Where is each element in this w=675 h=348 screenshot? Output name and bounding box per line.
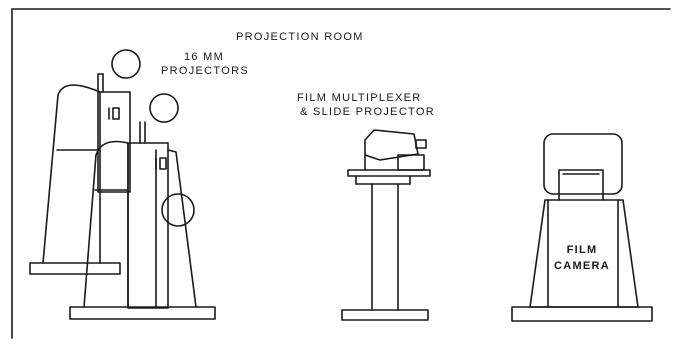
camera-label-line1: FILM bbox=[566, 244, 598, 256]
back-projector-body bbox=[97, 91, 131, 193]
front-projector bbox=[69, 93, 216, 320]
camera-label-line2: CAMERA bbox=[553, 260, 611, 272]
camera-drawing bbox=[511, 133, 653, 322]
page-border bbox=[11, 8, 671, 339]
front-projector-lens bbox=[159, 157, 167, 170]
projectors-label-line1: 16 MM bbox=[183, 51, 225, 63]
multiplexer-stand-base bbox=[341, 309, 429, 321]
projectors-drawing bbox=[29, 49, 216, 320]
slide-projector-lens bbox=[415, 139, 427, 149]
multiplexer-label-line1: FILM MULTIPLEXER bbox=[297, 92, 422, 104]
back-projector-lens bbox=[112, 107, 120, 120]
camera-base bbox=[511, 306, 653, 322]
camera-magazine bbox=[543, 133, 623, 195]
diagram-title: PROJECTION ROOM bbox=[236, 31, 364, 43]
back-projector-base bbox=[29, 262, 121, 275]
multiplexer-drawing bbox=[341, 129, 431, 321]
front-projector-upper-reel bbox=[149, 93, 179, 123]
front-projector-base bbox=[69, 306, 216, 320]
multiplexer-label-line2: & SLIDE PROJECTOR bbox=[300, 106, 435, 118]
multiplexer-table-top bbox=[347, 169, 431, 177]
back-projector-upper-reel bbox=[111, 49, 141, 79]
front-projector-body bbox=[127, 142, 169, 309]
back-projector bbox=[29, 49, 141, 275]
front-projector-lower-reel bbox=[161, 193, 195, 227]
projectors-label-line2: PROJECTORS bbox=[161, 65, 249, 77]
multiplexer-block bbox=[397, 154, 425, 171]
